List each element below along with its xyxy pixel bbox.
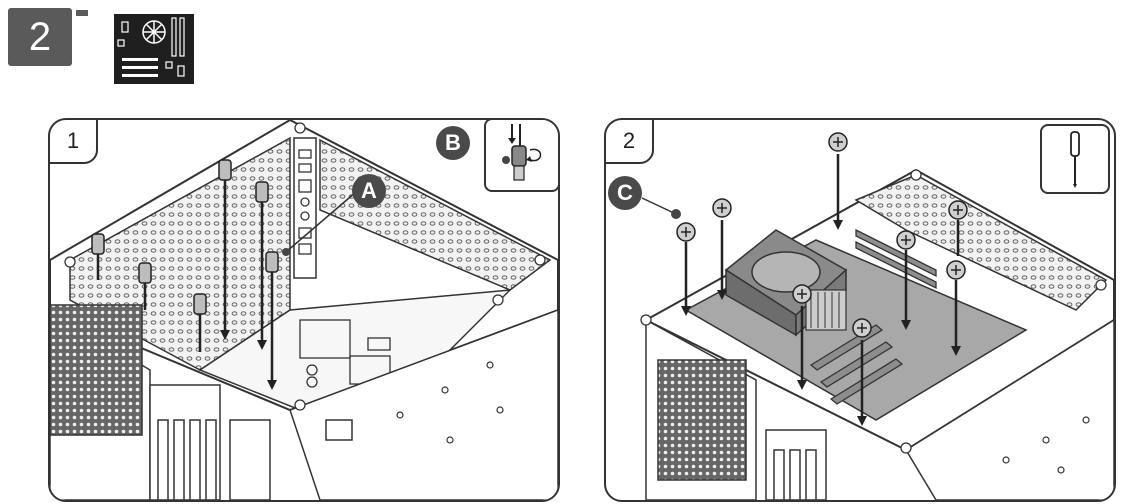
motherboard-icon <box>114 14 194 84</box>
panel-1-standoffs: 1 <box>48 118 560 502</box>
step-number-badge: 2 <box>8 8 72 66</box>
callout-c: C <box>608 176 642 210</box>
step-dash <box>76 10 88 16</box>
screwdriver-inset <box>1040 124 1110 194</box>
panel-2-illustration <box>640 132 1114 500</box>
panel-2-number: 2 <box>606 120 654 164</box>
callout-b: B <box>436 126 470 160</box>
panel-1-illustration <box>50 120 558 500</box>
callout-a: A <box>352 174 386 208</box>
standoff-group <box>91 159 279 390</box>
panel-2-motherboard-install: 2 <box>604 118 1116 502</box>
screwdriver-icon <box>1070 131 1080 188</box>
standoff-tool-inset <box>484 120 558 192</box>
panel-1-number: 1 <box>50 120 98 164</box>
